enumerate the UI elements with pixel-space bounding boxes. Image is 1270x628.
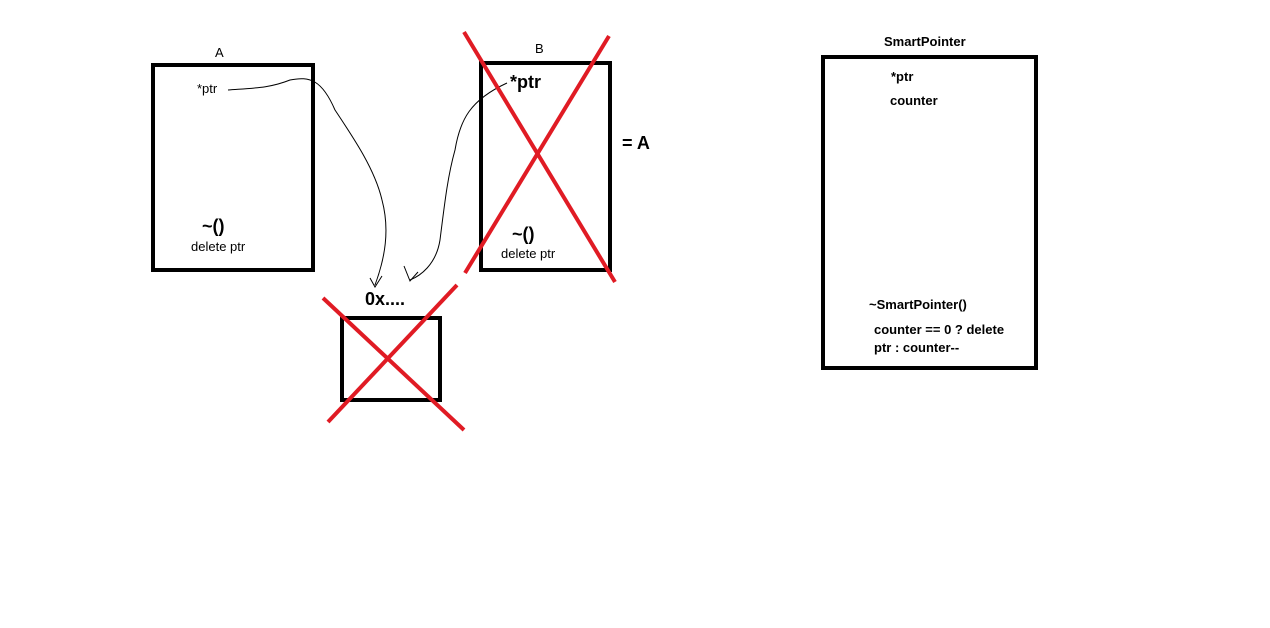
object-b-title: B — [535, 41, 544, 56]
smart-pointer-destructor: ~SmartPointer() — [869, 297, 967, 312]
smart-pointer-field-counter: counter — [890, 93, 938, 108]
cross-b-line-2 — [463, 34, 611, 275]
object-a-destructor: ~() — [202, 216, 225, 236]
memory-address: 0x.... — [365, 289, 405, 309]
pointer-arrow-a — [227, 78, 387, 286]
cross-memory-line-1 — [321, 296, 466, 432]
smart-pointer-field-ptr: *ptr — [891, 69, 913, 84]
object-b-assignment: = A — [622, 133, 650, 153]
smart-pointer-destructor-line2: ptr : counter-- — [874, 340, 959, 355]
cross-b-line-1 — [462, 30, 617, 284]
object-b: B *ptr ~() delete ptr = A — [479, 41, 650, 272]
smart-pointer: SmartPointer *ptr counter ~SmartPointer(… — [821, 34, 1038, 370]
pointer-arrow-b-head — [403, 265, 419, 282]
object-a-destructor-body: delete ptr — [191, 239, 246, 254]
object-b-destructor-body: delete ptr — [501, 246, 556, 261]
memory-block: 0x.... — [340, 289, 442, 402]
cross-out-memory — [321, 283, 466, 432]
smart-pointer-title: SmartPointer — [884, 34, 966, 49]
object-b-destructor: ~() — [512, 224, 535, 244]
memory-box — [340, 316, 442, 402]
cross-out-b — [462, 30, 617, 284]
object-a-box — [151, 63, 315, 272]
object-b-pointer: *ptr — [510, 72, 541, 92]
smart-pointer-box — [821, 55, 1038, 370]
object-a-title: A — [215, 45, 224, 60]
pointer-arrow-b — [409, 82, 508, 281]
cross-memory-line-2 — [326, 283, 459, 424]
object-a-pointer: *ptr — [197, 81, 218, 96]
pointer-arrow-a-head — [369, 275, 383, 288]
smart-pointer-destructor-line1: counter == 0 ? delete — [874, 322, 1004, 337]
object-b-box — [479, 61, 612, 272]
object-a: A *ptr ~() delete ptr — [151, 45, 315, 272]
